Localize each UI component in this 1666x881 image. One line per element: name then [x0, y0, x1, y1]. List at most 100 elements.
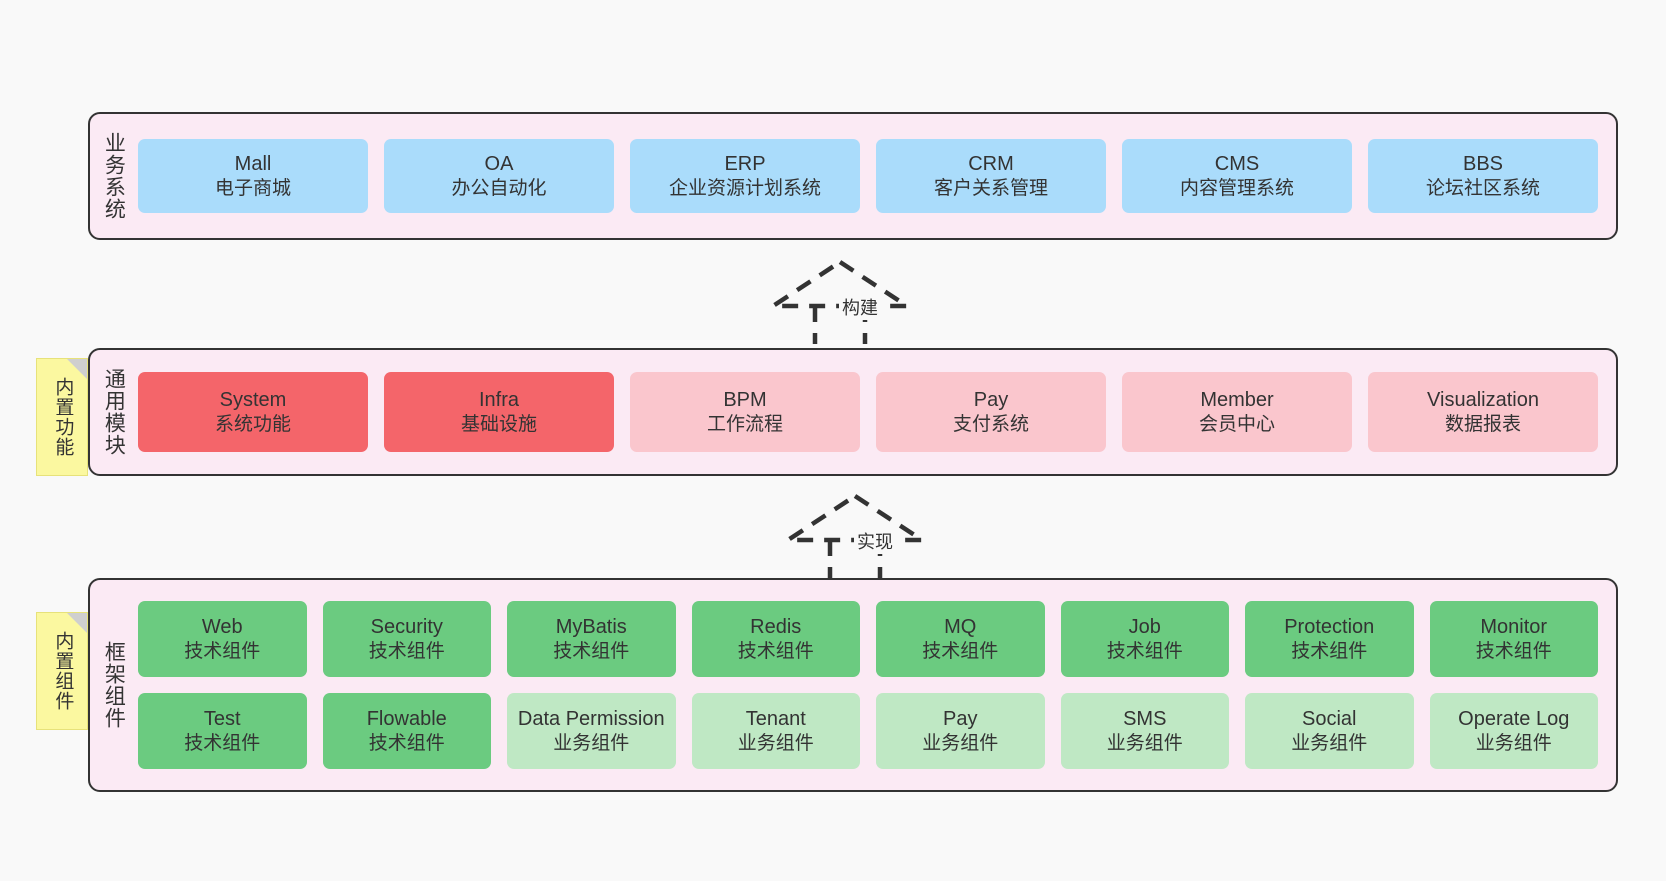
card-title-en: Test: [203, 707, 241, 730]
card-member[interactable]: Member 会员中心: [1122, 372, 1352, 452]
card-title-cn: 技术组件: [368, 640, 445, 662]
card-title-cn: 技术组件: [922, 640, 999, 662]
card-sms[interactable]: SMS 业务组件: [1060, 693, 1229, 769]
card-title-cn: 论坛社区系统: [1425, 177, 1540, 199]
card-pay-component[interactable]: Pay 业务组件: [876, 693, 1045, 769]
card-title-cn: 业务组件: [1106, 732, 1183, 754]
card-title-en: Social: [1302, 707, 1357, 730]
layer-body-framework-component: Web 技术组件 Security 技术组件 MyBatis 技术组件 Redi…: [136, 580, 1616, 790]
layer-title-framework-component: 框架组件: [102, 641, 126, 729]
card-pay[interactable]: Pay 支付系统: [876, 372, 1106, 452]
card-title-en: Data Permission: [517, 707, 665, 730]
card-cms[interactable]: CMS 内容管理系统: [1122, 139, 1352, 213]
card-title-cn: 业务组件: [737, 732, 814, 754]
card-title-en: Operate Log: [1458, 707, 1570, 730]
card-title-cn: 工作流程: [706, 413, 783, 435]
card-title-cn: 技术组件: [184, 732, 261, 754]
card-title-cn: 基础设施: [460, 413, 537, 435]
note-label: 内置组件: [52, 631, 74, 711]
card-title-en: Job: [1128, 615, 1161, 638]
card-title-en: Visualization: [1427, 388, 1539, 411]
card-mybatis[interactable]: MyBatis 技术组件: [507, 601, 676, 677]
connector-build-arrow-icon: 构建: [755, 258, 925, 344]
card-flowable[interactable]: Flowable 技术组件: [322, 693, 491, 769]
card-title-en: Flowable: [366, 707, 447, 730]
card-title-cn: 技术组件: [1106, 640, 1183, 662]
card-title-en: Infra: [478, 388, 520, 411]
card-title-en: CRM: [968, 152, 1014, 175]
note-label: 内置功能: [52, 377, 74, 457]
card-system[interactable]: System 系统功能: [138, 372, 368, 452]
card-monitor[interactable]: Monitor 技术组件: [1429, 601, 1598, 677]
card-erp[interactable]: ERP 企业资源计划系统: [630, 139, 860, 213]
card-title-cn: 客户关系管理: [933, 177, 1048, 199]
card-title-en: MyBatis: [555, 615, 627, 638]
card-bpm[interactable]: BPM 工作流程: [630, 372, 860, 452]
card-title-en: Mall: [234, 152, 272, 175]
card-row: System 系统功能 Infra 基础设施 BPM 工作流程 Pay 支付系统…: [138, 372, 1598, 452]
card-title-en: Tenant: [745, 707, 806, 730]
card-title-cn: 技术组件: [737, 640, 814, 662]
card-title-en: OA: [484, 152, 514, 175]
card-title-en: System: [219, 388, 287, 411]
card-protection[interactable]: Protection 技术组件: [1245, 601, 1414, 677]
card-crm[interactable]: CRM 客户关系管理: [876, 139, 1106, 213]
card-operate-log[interactable]: Operate Log 业务组件: [1429, 693, 1598, 769]
card-row: Mall 电子商城 OA 办公自动化 ERP 企业资源计划系统 CRM 客户关系…: [138, 139, 1598, 213]
card-title-cn: 数据报表: [1444, 413, 1521, 435]
card-title-cn: 技术组件: [368, 732, 445, 754]
card-title-cn: 技术组件: [553, 640, 630, 662]
card-title-cn: 业务组件: [1475, 732, 1552, 754]
card-title-cn: 企业资源计划系统: [668, 177, 821, 199]
card-mall[interactable]: Mall 电子商城: [138, 139, 368, 213]
layer-body-common-module: System 系统功能 Infra 基础设施 BPM 工作流程 Pay 支付系统…: [136, 350, 1616, 474]
card-test[interactable]: Test 技术组件: [138, 693, 307, 769]
connector-implement-arrow-icon: 实现: [770, 492, 940, 578]
note-built-in-features: 内置功能: [36, 358, 88, 476]
card-title-cn: 业务组件: [922, 732, 999, 754]
card-title-cn: 办公自动化: [451, 177, 547, 199]
card-title-en: Pay: [973, 388, 1009, 411]
card-social[interactable]: Social 业务组件: [1245, 693, 1414, 769]
card-title-cn: 内容管理系统: [1179, 177, 1294, 199]
card-infra[interactable]: Infra 基础设施: [384, 372, 614, 452]
layer-framework-component: 框架组件 Web 技术组件 Security 技术组件 MyBatis 技术组件…: [88, 578, 1618, 792]
layer-business-system: 业务系统 Mall 电子商城 OA 办公自动化 ERP 企业资源计划系统 CRM…: [88, 112, 1618, 240]
layer-title-common-module: 通用模块: [102, 368, 126, 456]
card-title-en: Protection: [1284, 615, 1375, 638]
card-title-cn: 会员中心: [1198, 413, 1275, 435]
card-title-cn: 系统功能: [214, 413, 291, 435]
card-web[interactable]: Web 技术组件: [138, 601, 307, 677]
card-title-en: CMS: [1214, 152, 1260, 175]
card-title-cn: 业务组件: [1291, 732, 1368, 754]
connector-label-implement: 实现: [854, 528, 896, 554]
card-title-cn: 支付系统: [952, 413, 1029, 435]
card-title-en: Web: [201, 615, 243, 638]
card-title-cn: 技术组件: [1475, 640, 1552, 662]
layer-title-business-system: 业务系统: [102, 132, 126, 220]
card-title-cn: 技术组件: [184, 640, 261, 662]
card-mq[interactable]: MQ 技术组件: [876, 601, 1045, 677]
card-row: Test 技术组件 Flowable 技术组件 Data Permission …: [138, 693, 1598, 769]
card-bbs[interactable]: BBS 论坛社区系统: [1368, 139, 1598, 213]
card-title-en: Member: [1200, 388, 1274, 411]
card-title-en: BBS: [1462, 152, 1504, 175]
layer-body-business-system: Mall 电子商城 OA 办公自动化 ERP 企业资源计划系统 CRM 客户关系…: [136, 114, 1616, 238]
card-title-cn: 电子商城: [214, 177, 291, 199]
card-title-en: Redis: [750, 615, 802, 638]
card-tenant[interactable]: Tenant 业务组件: [691, 693, 860, 769]
card-job[interactable]: Job 技术组件: [1060, 601, 1229, 677]
connector-label-build: 构建: [839, 294, 881, 320]
card-security[interactable]: Security 技术组件: [322, 601, 491, 677]
card-title-en: Monitor: [1480, 615, 1548, 638]
card-redis[interactable]: Redis 技术组件: [691, 601, 860, 677]
card-title-en: BPM: [723, 388, 767, 411]
card-title-en: SMS: [1123, 707, 1167, 730]
layer-common-module: 通用模块 System 系统功能 Infra 基础设施 BPM 工作流程 Pay…: [88, 348, 1618, 476]
card-oa[interactable]: OA 办公自动化: [384, 139, 614, 213]
card-row: Web 技术组件 Security 技术组件 MyBatis 技术组件 Redi…: [138, 601, 1598, 677]
card-title-en: Pay: [943, 707, 978, 730]
card-title-en: Security: [370, 615, 443, 638]
card-data-permission[interactable]: Data Permission 业务组件: [507, 693, 676, 769]
card-visualization[interactable]: Visualization 数据报表: [1368, 372, 1598, 452]
